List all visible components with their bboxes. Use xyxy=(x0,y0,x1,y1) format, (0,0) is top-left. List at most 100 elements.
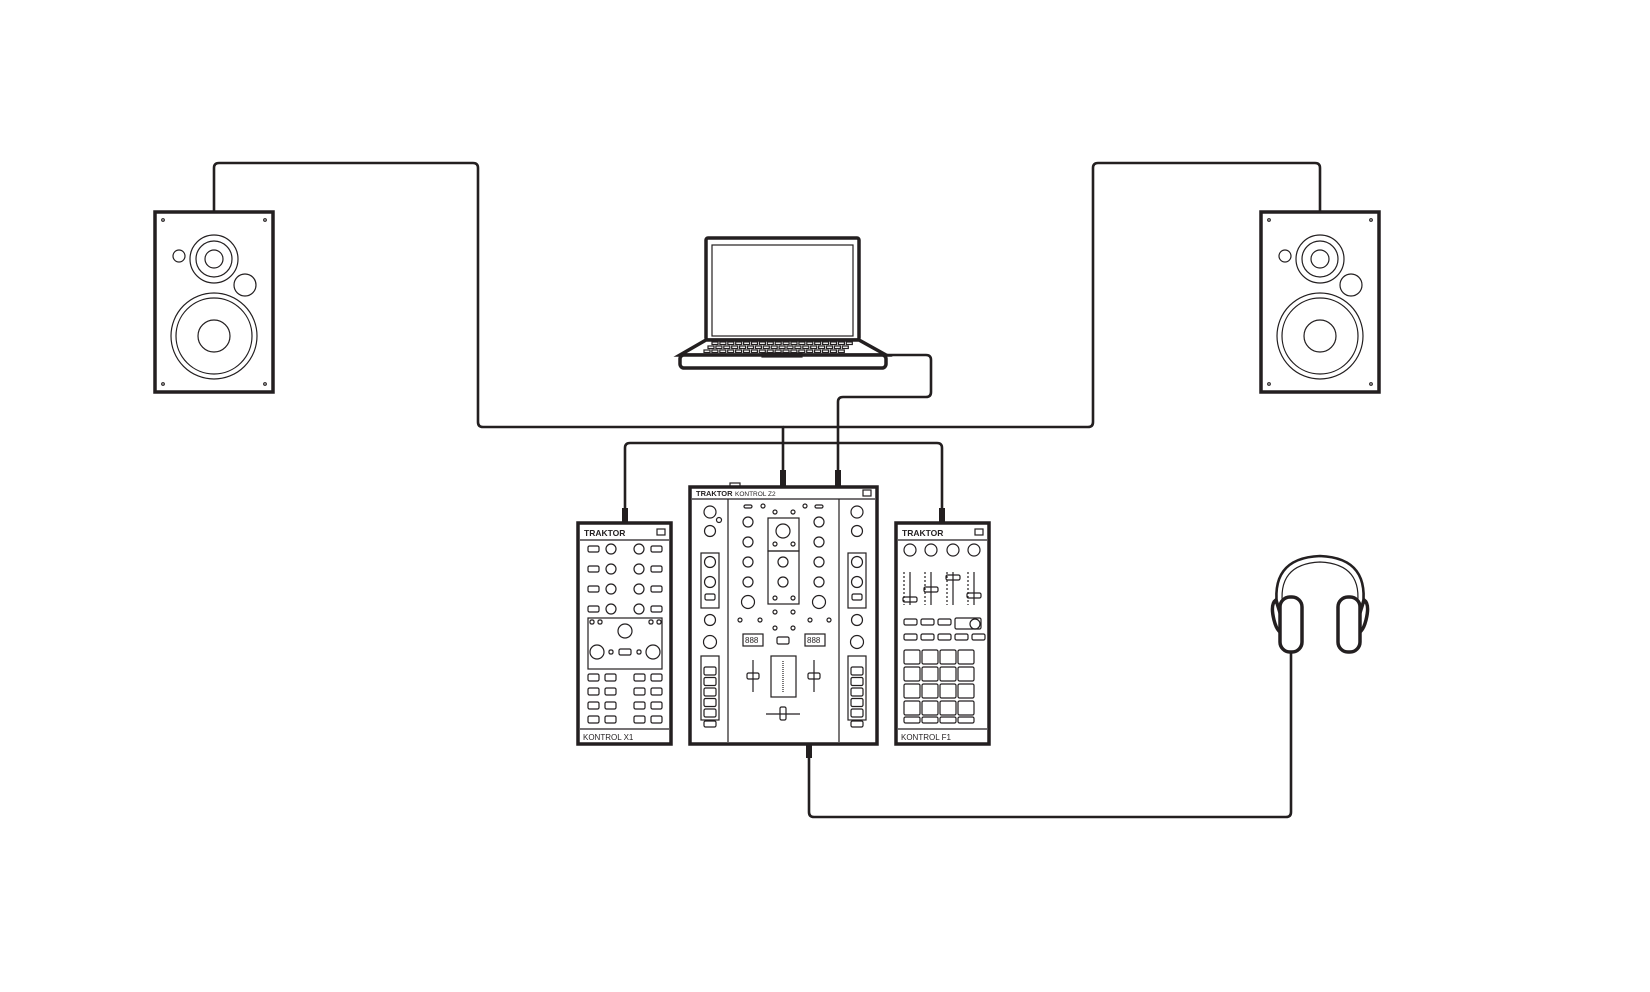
button xyxy=(779,706,787,721)
button xyxy=(903,618,918,626)
knob xyxy=(633,603,645,615)
key xyxy=(703,349,711,354)
key xyxy=(754,345,763,350)
button xyxy=(703,708,717,718)
knob xyxy=(813,576,825,588)
knob xyxy=(811,594,827,610)
screw xyxy=(263,382,267,386)
knob xyxy=(605,563,617,575)
speaker-right xyxy=(1259,210,1381,394)
z2-display-right: 888 xyxy=(807,636,821,645)
key xyxy=(810,345,818,350)
plug xyxy=(806,744,812,758)
button xyxy=(939,716,957,724)
key xyxy=(817,345,826,350)
button xyxy=(703,720,717,728)
button xyxy=(703,666,717,676)
knob xyxy=(1278,249,1292,263)
button xyxy=(776,636,790,645)
f1-model-label: KONTROL F1 xyxy=(901,733,951,742)
button xyxy=(587,565,600,573)
knob xyxy=(772,595,778,601)
plug xyxy=(780,470,786,487)
kontrol-f1: TRAKTOR KONTROL F1 xyxy=(894,521,991,746)
knob xyxy=(924,543,938,557)
knob xyxy=(969,618,981,630)
knob xyxy=(946,543,960,557)
screw xyxy=(1267,382,1271,386)
f1-brand-logo: TRAKTOR xyxy=(902,528,943,538)
key xyxy=(750,341,759,346)
knob xyxy=(850,555,864,569)
key xyxy=(778,345,786,350)
screw xyxy=(1369,218,1373,222)
knob xyxy=(742,556,754,568)
knob xyxy=(1339,273,1363,297)
button xyxy=(587,687,600,696)
button xyxy=(587,585,600,593)
knob xyxy=(1303,319,1337,353)
screw xyxy=(161,382,165,386)
button xyxy=(903,716,921,724)
button xyxy=(921,683,939,699)
key xyxy=(774,341,782,346)
knob xyxy=(826,617,832,623)
button xyxy=(939,649,957,665)
key xyxy=(738,345,747,350)
key xyxy=(742,341,751,346)
button xyxy=(604,673,617,682)
laptop-display xyxy=(711,244,854,337)
button xyxy=(850,676,864,687)
knob xyxy=(170,292,258,380)
fx-section xyxy=(700,552,720,609)
knob xyxy=(760,503,766,509)
button xyxy=(650,585,663,593)
key xyxy=(742,349,751,354)
button xyxy=(850,687,864,697)
button xyxy=(703,697,717,708)
button xyxy=(921,716,939,724)
key xyxy=(845,341,853,346)
button xyxy=(850,708,864,718)
z2-model-label: KONTROL Z2 xyxy=(735,491,776,498)
knob xyxy=(1281,297,1359,375)
button xyxy=(850,697,864,708)
button xyxy=(656,619,662,625)
key xyxy=(798,341,806,346)
knob xyxy=(204,249,224,269)
button xyxy=(921,666,939,682)
button xyxy=(923,586,939,593)
button xyxy=(587,673,600,682)
button xyxy=(807,672,821,680)
button xyxy=(746,672,760,680)
button xyxy=(966,592,982,599)
key xyxy=(825,345,834,350)
knob xyxy=(633,563,645,575)
screw xyxy=(1267,218,1271,222)
key xyxy=(707,345,715,350)
cable-left-speaker xyxy=(212,161,785,487)
key xyxy=(813,349,822,354)
button xyxy=(939,700,957,716)
knob xyxy=(703,555,717,569)
cables xyxy=(212,161,1322,819)
button xyxy=(903,666,921,682)
button xyxy=(703,687,717,697)
knob xyxy=(903,543,917,557)
knob xyxy=(772,541,778,547)
button xyxy=(636,649,642,655)
knob xyxy=(589,644,605,660)
knob xyxy=(1295,234,1345,284)
button xyxy=(633,701,646,710)
knob xyxy=(790,541,796,547)
key xyxy=(762,345,770,350)
button xyxy=(921,649,939,665)
key xyxy=(786,345,794,350)
pad-section xyxy=(847,655,867,721)
button xyxy=(850,720,864,728)
knob xyxy=(195,240,233,278)
knob xyxy=(813,516,825,528)
x1-brand-logo: TRAKTOR xyxy=(584,528,625,538)
button xyxy=(604,715,617,724)
button xyxy=(957,666,975,682)
